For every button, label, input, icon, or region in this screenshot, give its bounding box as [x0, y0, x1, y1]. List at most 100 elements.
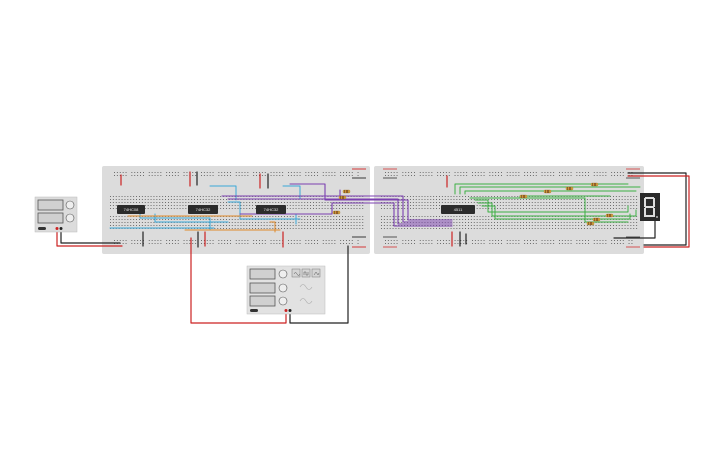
- breadboard-hole[interactable]: [569, 208, 571, 209]
- breadboard-hole[interactable]: [555, 202, 556, 203]
- breadboard-rail-hole[interactable]: [457, 240, 459, 241]
- breadboard-hole[interactable]: [115, 196, 117, 197]
- breadboard-hole[interactable]: [395, 219, 397, 220]
- breadboard-hole[interactable]: [156, 196, 158, 197]
- breadboard-hole[interactable]: [479, 222, 481, 223]
- breadboard-hole[interactable]: [633, 208, 635, 209]
- breadboard-hole[interactable]: [350, 228, 352, 229]
- breadboard-rail-hole[interactable]: [305, 172, 307, 173]
- breadboard-rail-hole[interactable]: [472, 175, 473, 176]
- breadboard-rail-hole[interactable]: [454, 240, 456, 241]
- breadboard-hole[interactable]: [327, 208, 329, 209]
- breadboard-rail-hole[interactable]: [183, 240, 185, 241]
- breadboard-rail-hole[interactable]: [396, 172, 398, 173]
- breadboard-rail-hole[interactable]: [460, 172, 462, 173]
- breadboard-hole[interactable]: [389, 222, 391, 223]
- breadboard-rail-hole[interactable]: [631, 240, 633, 241]
- breadboard-hole[interactable]: [153, 205, 155, 206]
- breadboard-hole[interactable]: [470, 225, 472, 226]
- breadboard-rail-hole[interactable]: [619, 243, 621, 244]
- breadboard-hole[interactable]: [162, 196, 164, 197]
- breadboard-rail-hole[interactable]: [385, 240, 386, 241]
- breadboard-rail-hole[interactable]: [588, 243, 589, 244]
- breadboard-hole[interactable]: [421, 199, 423, 200]
- breadboard-hole[interactable]: [418, 202, 420, 203]
- breadboard-right[interactable]: [374, 166, 644, 254]
- breadboard-rail-hole[interactable]: [596, 240, 598, 241]
- breadboard-rail-hole[interactable]: [408, 243, 410, 244]
- breadboard-hole[interactable]: [278, 202, 280, 203]
- breadboard-hole[interactable]: [497, 228, 498, 229]
- breadboard-rail-hole[interactable]: [177, 243, 179, 244]
- breadboard-rail-hole[interactable]: [293, 175, 295, 176]
- breadboard-rail-hole[interactable]: [261, 240, 263, 241]
- breadboard-rail-hole[interactable]: [206, 172, 208, 173]
- breadboard-hole[interactable]: [324, 222, 326, 223]
- breadboard-hole[interactable]: [526, 208, 527, 209]
- breadboard-rail-hole[interactable]: [524, 240, 526, 241]
- breadboard-rail-hole[interactable]: [466, 175, 468, 176]
- breadboard-hole[interactable]: [610, 202, 611, 203]
- breadboard-hole[interactable]: [342, 205, 343, 206]
- breadboard-hole[interactable]: [404, 216, 406, 217]
- breadboard-hole[interactable]: [170, 199, 172, 200]
- breadboard-hole[interactable]: [511, 225, 513, 226]
- breadboard-hole[interactable]: [112, 196, 114, 197]
- breadboard-hole[interactable]: [185, 196, 187, 197]
- breadboard-hole[interactable]: [540, 202, 542, 203]
- breadboard-rail-hole[interactable]: [631, 243, 633, 244]
- breadboard-hole[interactable]: [356, 219, 358, 220]
- breadboard-hole[interactable]: [124, 225, 126, 226]
- breadboard-hole[interactable]: [615, 208, 617, 209]
- breadboard-hole[interactable]: [359, 222, 361, 223]
- breadboard-hole[interactable]: [404, 196, 406, 197]
- breadboard-hole[interactable]: [555, 208, 556, 209]
- breadboard-hole[interactable]: [560, 228, 562, 229]
- breadboard-hole[interactable]: [468, 225, 469, 226]
- breadboard-hole[interactable]: [528, 205, 530, 206]
- breadboard-rail-hole[interactable]: [527, 172, 528, 173]
- breadboard-hole[interactable]: [555, 205, 556, 206]
- breadboard-rail-hole[interactable]: [299, 175, 301, 176]
- breadboard-hole[interactable]: [485, 222, 487, 223]
- breadboard-hole[interactable]: [234, 225, 236, 226]
- breadboard-hole[interactable]: [223, 202, 224, 203]
- breadboard-rail-hole[interactable]: [227, 243, 228, 244]
- breadboard-hole[interactable]: [528, 202, 530, 203]
- breadboard-hole[interactable]: [321, 208, 323, 209]
- breadboard-hole[interactable]: [418, 216, 420, 217]
- breadboard-hole[interactable]: [488, 216, 490, 217]
- breadboard-rail-hole[interactable]: [576, 172, 578, 173]
- breadboard-hole[interactable]: [511, 202, 513, 203]
- breadboard-rail-hole[interactable]: [544, 175, 546, 176]
- breadboard-hole[interactable]: [439, 196, 440, 197]
- breadboard-hole[interactable]: [499, 199, 501, 200]
- breadboard-hole[interactable]: [586, 199, 588, 200]
- breadboard-rail-hole[interactable]: [445, 240, 447, 241]
- breadboard-hole[interactable]: [327, 225, 329, 226]
- breadboard-hole[interactable]: [578, 228, 580, 229]
- breadboard-hole[interactable]: [289, 216, 291, 217]
- breadboard-hole[interactable]: [333, 208, 335, 209]
- power-supply-current-knob[interactable]: [65, 213, 75, 223]
- breadboard-rail-hole[interactable]: [119, 172, 121, 173]
- breadboard-hole[interactable]: [613, 228, 614, 229]
- breadboard-hole[interactable]: [286, 216, 288, 217]
- breadboard-hole[interactable]: [182, 208, 184, 209]
- breadboard-hole[interactable]: [266, 222, 268, 223]
- breadboard-rail-hole[interactable]: [593, 172, 595, 173]
- breadboard-hole[interactable]: [482, 225, 484, 226]
- breadboard-hole[interactable]: [595, 228, 597, 229]
- breadboard-hole[interactable]: [447, 202, 449, 203]
- breadboard-hole[interactable]: [260, 228, 262, 229]
- breadboard-hole[interactable]: [237, 225, 239, 226]
- breadboard-hole[interactable]: [462, 216, 464, 217]
- breadboard-hole[interactable]: [465, 196, 466, 197]
- breadboard-rail-hole[interactable]: [495, 243, 497, 244]
- breadboard-hole[interactable]: [252, 228, 253, 229]
- breadboard-hole[interactable]: [482, 216, 484, 217]
- breadboard-hole[interactable]: [456, 219, 458, 220]
- breadboard-hole[interactable]: [404, 219, 406, 220]
- breadboard-hole[interactable]: [266, 202, 268, 203]
- breadboard-hole[interactable]: [176, 199, 178, 200]
